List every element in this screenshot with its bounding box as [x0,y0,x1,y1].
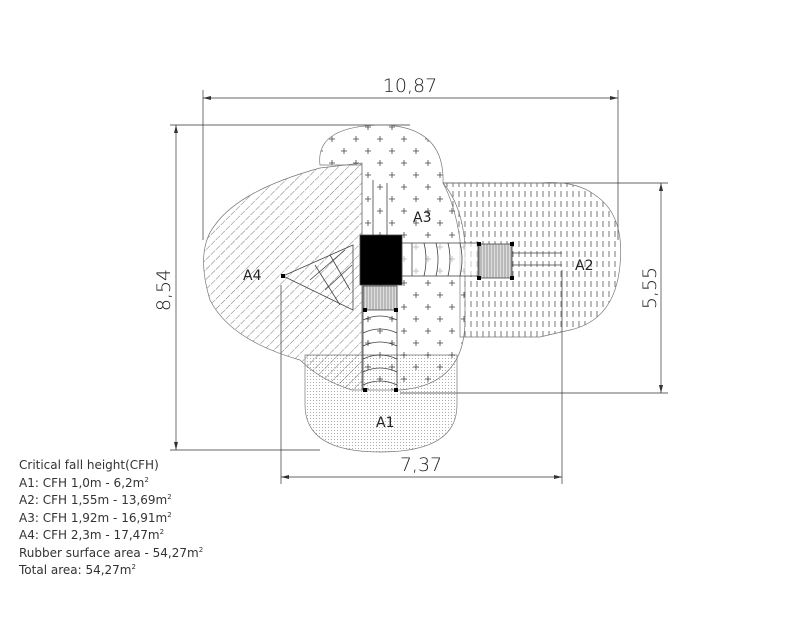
legend-text: A1: CFH 1,0m - 6,2m [19,475,145,490]
posts [281,242,514,392]
bridge [401,242,479,277]
legend-line: A1: CFH 1,0m - 6,2m2 [19,473,203,491]
legend-line: Total area: 54,27m2 [19,560,203,578]
dimension-bottom: 7,37 [400,454,442,476]
side-bars [512,252,562,266]
tower-roof [359,234,403,286]
legend-sup: 2 [167,510,172,519]
legend-line: Rubber surface area - 54,27m2 [19,543,203,561]
dimension-left: 8,54 [153,269,175,311]
legend-title: Critical fall height(CFH) [19,458,159,472]
legend-text: A4: CFH 2,3m - 17,47m [19,528,160,542]
ladder [362,310,398,390]
zone-label-a4: A4 [243,268,262,284]
climbing-net [282,244,354,311]
legend-line: A4: CFH 2,3m - 17,47m2 [19,525,203,543]
legend-line: A3: CFH 1,92m - 16,91m2 [19,508,203,526]
legend-text: Rubber surface area - 54,27m [19,545,199,560]
legend: Critical fall height(CFH) A1: CFH 1,0m -… [19,458,203,578]
legend-text: A3: CFH 1,92m - 16,91m [19,510,168,525]
side-platform [478,243,513,279]
legend-text: Total area: 54,27m [19,563,132,577]
legend-sup: 2 [131,563,136,571]
zone-label-a1: A1 [376,415,394,431]
playground-equipment [281,180,562,392]
zone-label-a2: A2 [575,258,593,274]
legend-sup: 2 [167,493,172,501]
legend-text: A2: CFH 1,55m - 13,69m [19,493,168,507]
zone-label-a3: A3 [413,210,431,226]
legend-sup: 2 [198,545,204,554]
legend-line: A2: CFH 1,55m - 13,69m2 [19,490,203,508]
tower-deck [362,285,398,311]
dimension-right: 5,55 [639,267,661,309]
dimension-top: 10,87 [383,75,437,97]
legend-sup: 2 [159,528,165,536]
legend-sup: 2 [144,475,149,484]
